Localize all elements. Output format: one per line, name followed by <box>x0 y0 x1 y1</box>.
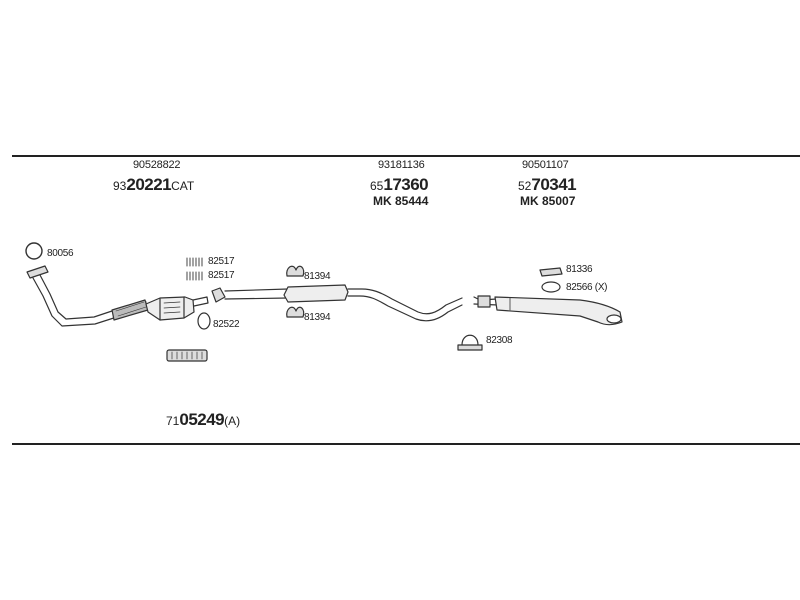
rear-hanger-icon <box>539 267 563 277</box>
code-complete-system: 7105249(A) <box>166 411 240 429</box>
code-rear-main: 70341 <box>531 175 577 194</box>
label-hanger-rear: 81336 <box>566 264 593 275</box>
gasket-ring-icon <box>25 242 43 260</box>
part-number-rear-muffler: 90501107 <box>522 159 569 171</box>
part-number-catalyst: 90528822 <box>133 159 181 171</box>
code-middle-pipe: 6517360 <box>370 175 429 194</box>
gasket-icon <box>197 312 211 330</box>
label-clamp-b: 82517 <box>208 270 235 281</box>
part-number-middle-pipe: 93181136 <box>378 159 425 171</box>
u-clamp-icon <box>457 334 483 351</box>
label-clamp-rear: 82308 <box>486 335 513 346</box>
code-catalyst: 9320221CAT <box>113 176 194 194</box>
top-divider <box>12 155 800 157</box>
code-system-suffix: (A) <box>224 414 241 428</box>
code-middle-prefix: 65 <box>370 179 384 193</box>
rear-muffler-icon <box>473 295 623 326</box>
clamp-icon <box>186 257 203 281</box>
kit-rear-muffler: MK 85007 <box>520 194 576 208</box>
label-clamp-a: 82517 <box>208 256 235 267</box>
code-catalyst-main: 20221 <box>126 175 172 194</box>
kit-middle-pipe: MK 85444 <box>373 194 429 208</box>
code-catalyst-suffix: CAT <box>171 179 195 193</box>
code-rear-muffler: 5270341 <box>518 175 577 194</box>
label-hanger-bottom: 81394 <box>304 312 331 323</box>
catalytic-converter-icon <box>145 296 209 321</box>
label-gasket-mid: 82522 <box>213 319 240 330</box>
bottom-divider <box>12 443 800 445</box>
label-ring-rear: 82566 (X) <box>566 282 608 293</box>
label-hanger-top: 81394 <box>304 271 331 282</box>
code-rear-prefix: 52 <box>518 179 532 193</box>
middle-pipe-icon <box>211 284 463 322</box>
code-middle-main: 17360 <box>383 175 429 194</box>
code-system-prefix: 71 <box>166 414 180 428</box>
hanger-icon <box>286 265 305 318</box>
rear-ring-icon <box>541 281 561 293</box>
code-catalyst-prefix: 93 <box>113 179 127 193</box>
front-pipe-icon <box>26 265 149 327</box>
code-system-main: 05249 <box>179 410 225 429</box>
label-gasket-front: 80056 <box>47 248 74 259</box>
